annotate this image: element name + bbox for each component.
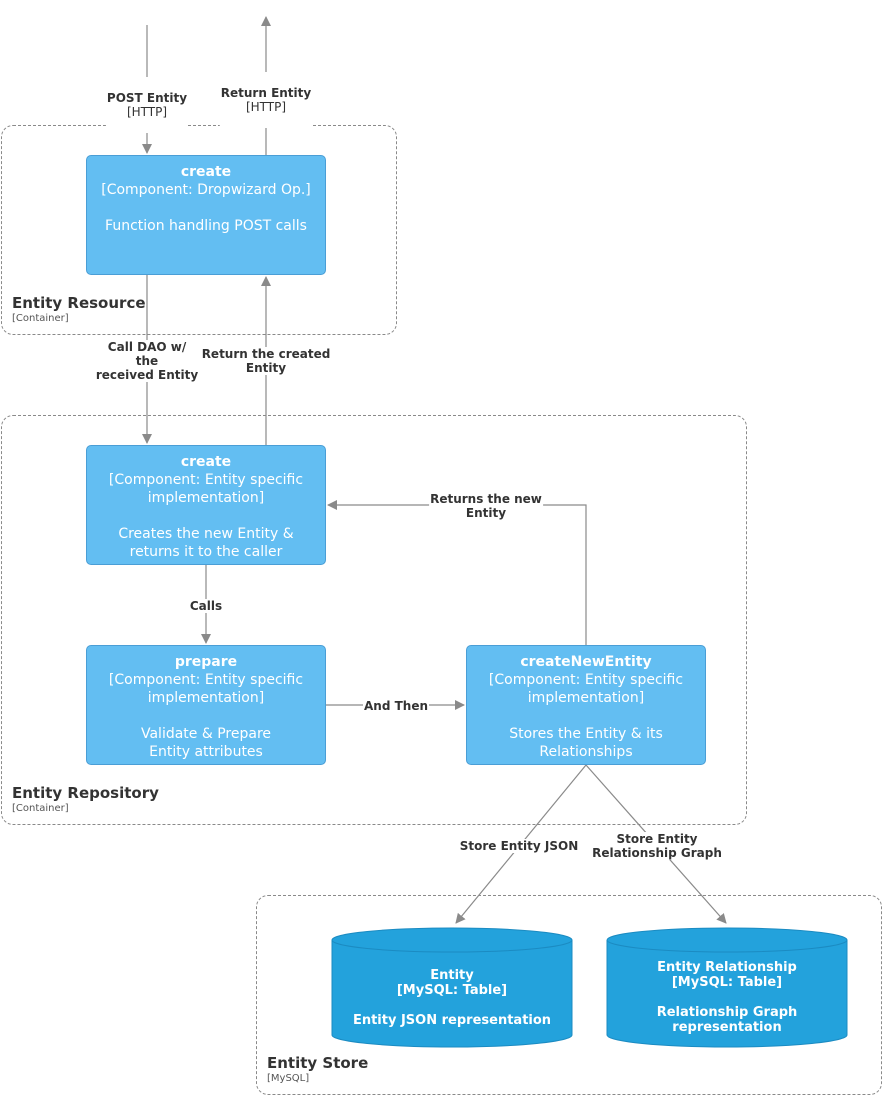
boundary-title: Entity Resource (12, 294, 146, 312)
entity-table-cylinder (331, 927, 573, 1048)
relation-label-text: POST Entity (106, 91, 188, 105)
entity-repository-boundary: Entity Repository [Container] (1, 415, 747, 825)
relationship-table-cylinder (606, 927, 848, 1048)
entity-store-boundary: Entity Store [MySQL] (256, 895, 882, 1095)
relationship-table-database[interactable]: Entity Relationship [MySQL: Table] Relat… (607, 960, 847, 1035)
and-then-label: And Then (362, 699, 430, 713)
boundary-type: [Container] (12, 313, 69, 324)
component-description: Stores the Entity & its Relationships (509, 726, 663, 760)
boundary-type: [Container] (12, 803, 69, 814)
returns-new-label: Returns the new Entity (429, 492, 543, 520)
create-new-entity-component[interactable]: createNewEntity [Component: Entity speci… (466, 645, 706, 765)
resource-create-component[interactable]: create [Component: Dropwizard Op.] Funct… (86, 155, 326, 275)
relation-technology: [HTTP] (245, 100, 287, 114)
database-description: Relationship Graph representation (656, 1005, 798, 1035)
returns-new-arrow (327, 500, 587, 645)
component-description: Function handling POST calls (105, 218, 307, 234)
return-created-label: Return the created Entity (200, 347, 332, 375)
entity-table-database[interactable]: Entity [MySQL: Table] Entity JSON repres… (332, 968, 572, 1028)
return-entity-label: Return Entity [HTTP] (219, 72, 313, 128)
database-name: Entity Relationship (657, 960, 797, 975)
component-name: createNewEntity (520, 654, 652, 670)
boundary-title: Entity Repository (12, 784, 159, 802)
component-description: Validate & Prepare Entity attributes (140, 726, 272, 760)
calls-label: Calls (188, 599, 224, 613)
prepare-component[interactable]: prepare [Component: Entity specific impl… (86, 645, 326, 765)
database-type: [MySQL: Table] (396, 983, 508, 998)
entity-resource-boundary: Entity Resource [Container] (1, 125, 397, 335)
call-dao-label: Call DAO w/ the received Entity (94, 340, 200, 382)
database-type: [MySQL: Table] (671, 975, 783, 990)
component-type: [Component: Dropwizard Op.] (101, 182, 311, 198)
component-type: [Component: Entity specific implementati… (108, 472, 304, 506)
component-name: create (180, 164, 232, 180)
boundary-title: Entity Store (267, 1054, 369, 1072)
store-graph-label: Store Entity Relationship Graph (591, 832, 723, 860)
relation-technology: [HTTP] (126, 105, 168, 119)
relation-label-text: Return Entity (220, 86, 312, 100)
database-name: Entity (430, 968, 474, 983)
component-description: Creates the new Entity & returns it to t… (118, 526, 294, 560)
component-type: [Component: Entity specific implementati… (488, 672, 684, 706)
database-description: Entity JSON representation (352, 1013, 552, 1028)
repository-create-component[interactable]: create [Component: Entity specific imple… (86, 445, 326, 565)
boundary-type: [MySQL] (267, 1073, 310, 1084)
store-json-label: Store Entity JSON (458, 839, 580, 853)
component-name: prepare (174, 654, 238, 670)
post-entity-label: POST Entity [HTTP] (105, 77, 189, 133)
component-type: [Component: Entity specific implementati… (108, 672, 304, 706)
component-name: create (180, 454, 232, 470)
